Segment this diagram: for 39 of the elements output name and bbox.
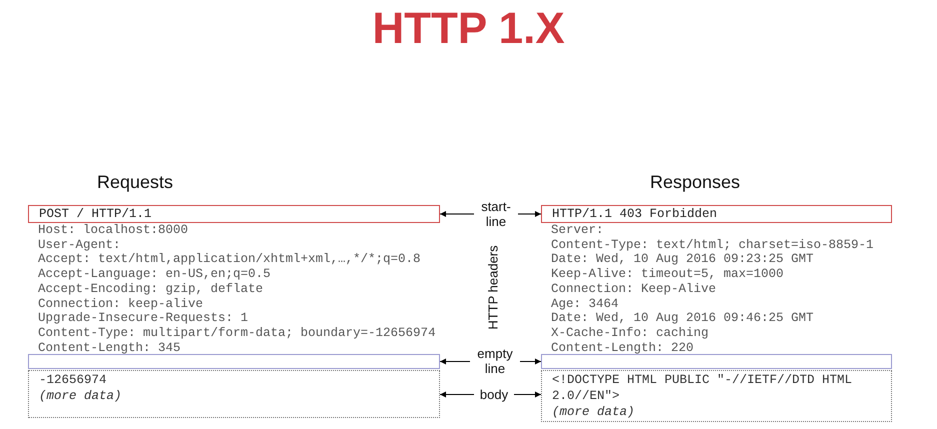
body-box	[28, 370, 440, 418]
header-line: Server:	[551, 222, 604, 238]
start-line-text: POST / HTTP/1.1	[39, 206, 152, 222]
arrow	[440, 211, 474, 217]
header-line: Connection: Keep-Alive	[551, 280, 716, 297]
header-line: Accept-Language: en-US,en;q=0.5	[38, 266, 271, 282]
callout-label: body	[476, 387, 512, 402]
header-line: Connection: keep-alive	[38, 296, 204, 312]
header-line: Date: Wed, 10 Aug 2016 09:46:25 GMT	[551, 310, 814, 326]
vertical-label: HTTP headers	[486, 244, 500, 332]
header-line: Content-Length: 220	[551, 340, 694, 356]
column-heading: Responses	[650, 172, 740, 193]
header-line: X-Cache-Info: caching	[551, 324, 709, 341]
body-box	[541, 370, 892, 422]
callout-label: start- line	[476, 199, 516, 229]
placeholder-text: (more data)	[552, 404, 635, 420]
header-line: Upgrade-Insecure-Requests: 1	[38, 310, 248, 326]
header-line: Content-Type: multipart/form-data; boundary=-12656974	[38, 324, 436, 341]
header-line: Age: 3464	[551, 296, 619, 312]
arrow	[514, 392, 542, 398]
header-line: Accept: text/html,application/xhtml+xml,…,*/*;q=0.8	[38, 251, 421, 268]
callout-label: empty line	[472, 346, 518, 376]
title: HTTP 1.X	[371, 4, 566, 54]
body-text: <!DOCTYPE HTML PUBLIC "-//IETF//DTD HTML 2.0//EN">	[552, 372, 854, 404]
header-line: User-Agent:	[38, 236, 121, 253]
arrow	[440, 392, 474, 398]
header-line: Keep-Alive: timeout=5, max=1000	[551, 266, 784, 282]
header-line: Accept-Encoding: gzip, deflate	[38, 280, 264, 297]
header-line: Content-Length: 345	[38, 340, 181, 356]
arrow	[520, 358, 542, 364]
header-line: Date: Wed, 10 Aug 2016 09:23:25 GMT	[551, 251, 814, 268]
placeholder-text: (more data)	[39, 388, 122, 404]
arrow	[518, 211, 542, 217]
column-heading: Requests	[97, 172, 174, 193]
arrow	[440, 358, 470, 364]
body-text: -12656974	[39, 372, 107, 388]
start-line-text: HTTP/1.1 403 Forbidden	[552, 206, 718, 222]
header-line: Host: localhost:8000	[38, 222, 188, 238]
header-line: Content-Type: text/html; charset=iso-8859-1	[551, 236, 874, 253]
